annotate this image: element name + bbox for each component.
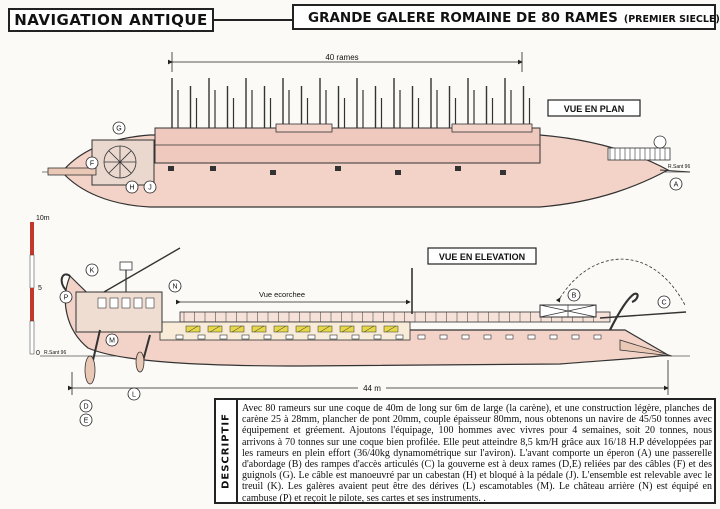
scale-bar: 10m 5 0 <box>29 215 50 357</box>
ship-title-box: GRANDE GALERE ROMAINE DE 80 RAMES (PREMIE… <box>292 4 720 30</box>
callout-a <box>669 177 683 191</box>
callout-label: C <box>661 300 666 307</box>
callout-g <box>112 121 126 135</box>
elevation-view: Vue ecorchee 44 m VUE EN ELEVATION R.San… <box>40 247 690 427</box>
elevation-view-title: VUE EN ELEVATION <box>439 252 525 262</box>
callout-label: J <box>148 185 152 192</box>
callout-e <box>79 413 93 427</box>
callout-k <box>85 263 99 277</box>
period-label: (PREMIER SIECLE) <box>623 14 720 25</box>
scale-zero-label: 0 <box>36 350 40 357</box>
oar-port <box>241 334 250 340</box>
oar-port <box>197 334 206 340</box>
header-connector-line <box>214 19 292 21</box>
winch-arm <box>103 247 181 293</box>
oar-port <box>395 334 404 340</box>
oar-port <box>335 166 341 171</box>
oars-label: 40 rames <box>325 53 358 62</box>
callout-n <box>168 279 182 293</box>
oar-port <box>461 334 470 340</box>
plan-view-title: VUE EN PLAN <box>564 104 625 114</box>
plan-oars <box>171 78 531 130</box>
callout-label: K <box>90 268 95 275</box>
plan-outrigger <box>154 127 541 164</box>
oar-port <box>307 334 316 340</box>
oar-port <box>373 334 382 340</box>
callout-label: B <box>572 293 577 300</box>
callout-label: H <box>129 185 134 192</box>
ramp-swing-arc <box>555 258 686 306</box>
oar-port <box>483 334 492 340</box>
ram <box>619 339 673 357</box>
callout-p <box>59 290 73 304</box>
bow-shield <box>653 135 667 149</box>
oar-port <box>593 334 602 340</box>
oar-port <box>329 334 338 340</box>
description-tab-label: DESCRIPTIF <box>220 413 232 489</box>
description-box: DESCRIPTIF Avec 80 rameurs sur une coque… <box>214 398 716 504</box>
callout-label: F <box>90 161 94 168</box>
description-text: Avec 80 rameurs sur une coque de 40m de … <box>242 403 712 504</box>
oar-port <box>285 334 294 340</box>
scale-mid-label: 5 <box>38 285 42 292</box>
oar-port <box>417 334 426 340</box>
callout-m <box>105 333 119 347</box>
callout-j <box>143 180 157 194</box>
oar-port <box>210 166 216 171</box>
callout-b <box>567 288 581 302</box>
oar-port <box>270 170 276 175</box>
oar-port <box>175 334 184 340</box>
plan-signature: R.Sant 96 <box>668 164 690 170</box>
description-tab: DESCRIPTIF <box>216 400 238 502</box>
callout-l <box>127 387 141 401</box>
oar-port <box>527 334 536 340</box>
callout-label: G <box>116 126 121 133</box>
oar-port <box>219 334 228 340</box>
oar-port <box>505 334 514 340</box>
callout-label: N <box>172 284 177 291</box>
callout-label: L <box>132 392 136 399</box>
callout-d <box>79 399 93 413</box>
plan-stern-castle <box>91 139 155 186</box>
callout-label: E <box>84 418 89 425</box>
plan-rudder <box>47 167 97 176</box>
callout-label: D <box>83 404 88 411</box>
callout-label: P <box>64 295 69 302</box>
oar-port <box>439 334 448 340</box>
elevation-signature: R.Sant 96 <box>44 350 66 356</box>
callout-c <box>657 295 671 309</box>
cutaway-label: Vue ecorchee <box>259 290 305 299</box>
boarding-ramp <box>599 311 687 319</box>
oar-port <box>500 170 506 175</box>
callout-label: M <box>109 338 115 345</box>
elevation-hull <box>64 274 670 367</box>
leeboard <box>135 351 145 373</box>
plan-boarding-bridge <box>607 147 671 161</box>
scale-top-label: 10m <box>36 215 50 222</box>
rudder-oar-d <box>84 355 96 385</box>
ship-title: GRANDE GALERE ROMAINE DE 80 RAMES <box>308 10 618 26</box>
oar-port <box>571 334 580 340</box>
length-label: 44 m <box>363 384 381 393</box>
oar-port <box>455 166 461 171</box>
oar-port <box>351 334 360 340</box>
bow-post <box>609 292 639 331</box>
callout-label: A <box>674 182 679 189</box>
plan-view: 40 rames VUE EN PLAN R.Sant 96 G F H J A <box>42 52 690 208</box>
oar-port <box>263 334 272 340</box>
callout-h <box>125 180 139 194</box>
series-title: NAVIGATION ANTIQUE <box>8 8 214 32</box>
oar-port <box>395 170 401 175</box>
oar-port <box>168 166 174 171</box>
plan-oar-ports <box>168 166 506 175</box>
oar-port <box>549 334 558 340</box>
callout-f <box>85 156 99 170</box>
